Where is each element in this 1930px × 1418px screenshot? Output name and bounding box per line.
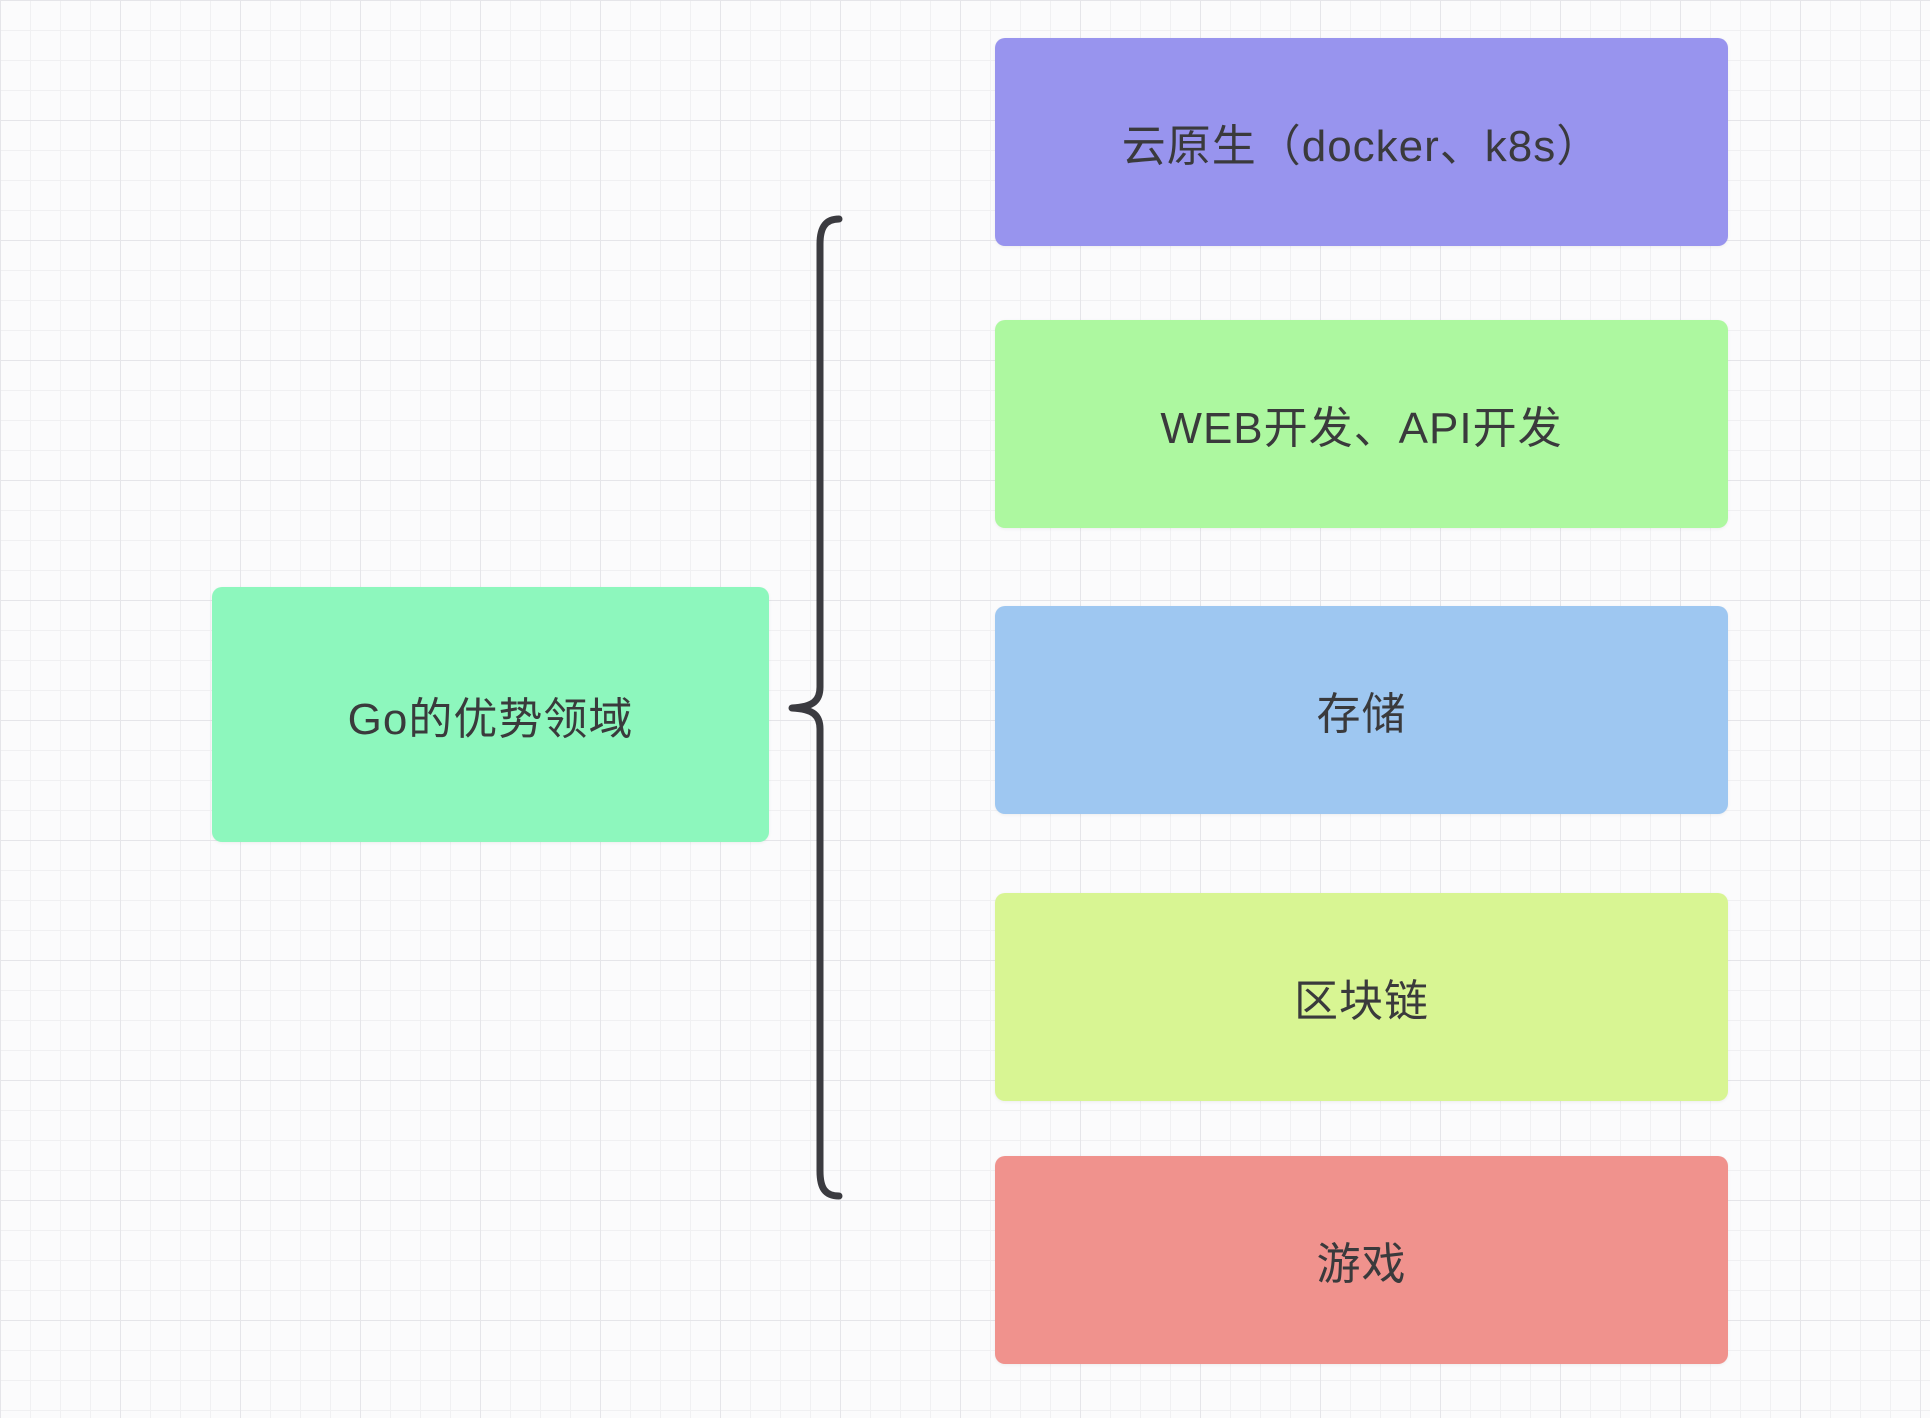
curly-brace-connector[interactable] — [788, 215, 843, 1200]
child-node-storage[interactable]: 存储 — [995, 606, 1728, 814]
child-node-games[interactable]: 游戏 — [995, 1156, 1728, 1364]
child-node-label: 区块链 — [1294, 977, 1429, 1026]
child-node-label: 存储 — [1316, 690, 1407, 739]
child-node-cloud-native[interactable]: 云原生（docker、k8s） — [995, 38, 1728, 246]
root-node-go-advantages[interactable]: Go的优势领域 — [212, 587, 769, 842]
child-node-blockchain[interactable]: 区块链 — [995, 893, 1728, 1101]
child-node-web-api-dev[interactable]: WEB开发、API开发 — [995, 320, 1728, 528]
root-node-label: Go的优势领域 — [347, 694, 634, 744]
child-node-label: 游戏 — [1316, 1240, 1407, 1289]
child-node-label: WEB开发、API开发 — [1160, 404, 1563, 453]
child-node-label: 云原生（docker、k8s） — [1121, 122, 1602, 171]
